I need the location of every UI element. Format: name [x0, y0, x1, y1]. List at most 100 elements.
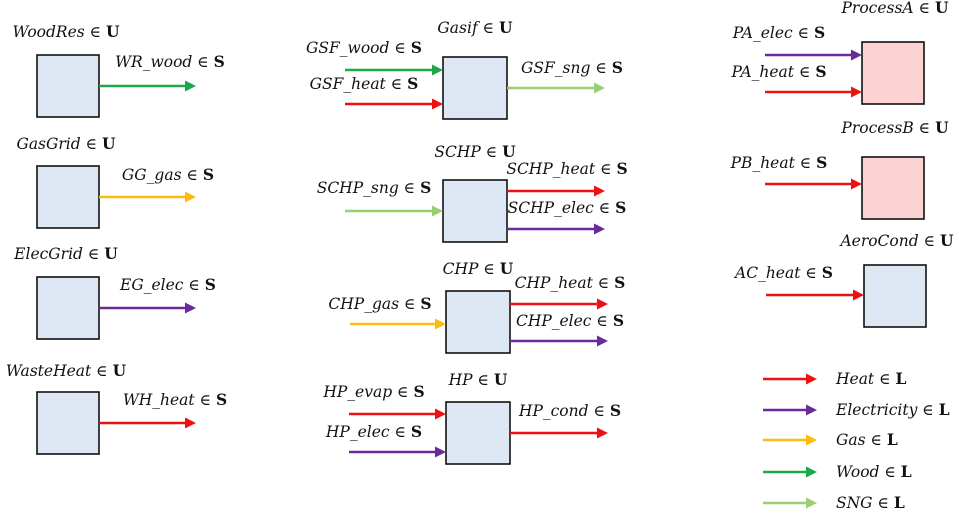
stream-label-gsf_heat: GSF_heat ∈ S: [310, 74, 419, 93]
unit-wasteheat: WasteHeat ∈ U: [6, 361, 127, 455]
stream-arrow-chp_elec-head: [597, 335, 608, 347]
stream-schp_sng: SCHP_sng ∈ S: [317, 178, 443, 217]
unit-box-processb: [861, 156, 925, 220]
unit-label-processb: ProcessB ∈ U: [840, 118, 949, 137]
stream-label-gsf_sng: GSF_sng ∈ S: [521, 58, 623, 77]
unit-gasgrid: GasGrid ∈ U: [16, 134, 116, 229]
legend-arrow-gas: [763, 434, 817, 446]
unit-processa: ProcessA ∈ U: [841, 0, 949, 105]
stream-arrow-gsf_wood: [345, 64, 443, 76]
stream-label-hp_elec: HP_elec ∈ S: [325, 422, 422, 441]
stream-label-hp_evap: HP_evap ∈ S: [322, 382, 424, 401]
stream-gg_gas: GG_gas ∈ S: [99, 165, 214, 203]
unit-label-gasgrid: GasGrid ∈ U: [16, 134, 116, 153]
stream-label-pa_elec: PA_elec ∈ S: [732, 23, 825, 42]
legend-arrow-sng-head: [806, 497, 817, 509]
unit-hp: HP ∈ U: [445, 370, 511, 465]
unit-label-gasif: Gasif ∈ U: [437, 18, 513, 37]
stream-arrow-hp_cond-head: [597, 427, 608, 439]
unit-box-processa: [861, 41, 925, 105]
unit-schp: SCHP ∈ U: [434, 142, 516, 243]
stream-arrow-gsf_sng-head: [594, 82, 605, 94]
unit-box-chp: [445, 290, 511, 354]
legend-arrow-electricity-head: [806, 404, 817, 416]
stream-label-pa_heat: PA_heat ∈ S: [730, 62, 826, 81]
unit-label-schp: SCHP ∈ U: [434, 142, 516, 161]
stream-label-schp_sng: SCHP_sng ∈ S: [317, 178, 432, 197]
stream-arrow-schp_elec-head: [594, 223, 605, 235]
stream-arrow-gsf_heat: [345, 98, 443, 110]
stream-chp_elec: CHP_elec ∈ S: [510, 311, 624, 347]
stream-arrow-eg_elec-head: [185, 302, 196, 314]
legend-label-gas: Gas ∈ L: [836, 430, 898, 449]
legend-item-heat: Heat ∈ L: [763, 369, 907, 388]
legend-label-wood: Wood ∈ L: [836, 462, 912, 481]
stream-arrow-chp_heat: [510, 298, 608, 310]
stream-arrow-chp_gas: [350, 318, 446, 330]
unit-box-elecgrid: [36, 276, 100, 340]
stream-chp_gas: CHP_gas ∈ S: [328, 294, 446, 330]
stream-wr_wood: WR_wood ∈ S: [99, 52, 225, 92]
stream-wh_heat: WH_heat ∈ S: [99, 390, 227, 429]
stream-gsf_sng: GSF_sng ∈ S: [507, 58, 623, 94]
stream-arrow-schp_heat-head: [594, 185, 605, 197]
stream-label-schp_heat: SCHP_heat ∈ S: [506, 159, 627, 178]
legend-item-electricity: Electricity ∈ L: [763, 400, 950, 419]
legend: Heat ∈ L Electricity ∈ L Gas ∈ L Wood ∈ L SN…: [763, 369, 950, 512]
stream-pb_heat: PB_heat ∈ S: [730, 153, 862, 190]
unit-label-chp: CHP ∈ U: [443, 259, 514, 278]
unit-box-woodres: [36, 54, 100, 118]
stream-arrow-wr_wood-head: [185, 80, 196, 92]
legend-arrow-gas-head: [806, 434, 817, 446]
stream-pa_elec: PA_elec ∈ S: [732, 23, 862, 61]
stream-arrow-wh_heat-head: [185, 417, 196, 429]
legend-arrow-electricity: [763, 404, 817, 416]
stream-arrow-pa_heat-head: [851, 86, 862, 98]
legend-arrow-heat: [763, 373, 817, 385]
stream-arrow-hp_evap-head: [435, 408, 446, 420]
unit-label-processa: ProcessA ∈ U: [841, 0, 949, 17]
stream-label-hp_cond: HP_cond ∈ S: [518, 401, 621, 420]
stream-label-ac_heat: AC_heat ∈ S: [733, 263, 833, 282]
unit-chp: CHP ∈ U: [443, 259, 514, 354]
stream-label-chp_gas: CHP_gas ∈ S: [328, 294, 431, 313]
unit-box-aerocond: [863, 264, 927, 328]
legend-arrow-sng: [763, 497, 817, 509]
stream-arrow-schp_heat: [507, 185, 605, 197]
stream-label-chp_heat: CHP_heat ∈ S: [515, 273, 626, 292]
stream-arrow-wr_wood: [99, 80, 196, 92]
unit-box-gasif: [442, 56, 508, 120]
stream-gsf_wood: GSF_wood ∈ S: [306, 38, 443, 76]
stream-arrow-wh_heat: [99, 417, 196, 429]
unit-label-elecgrid: ElecGrid ∈ U: [13, 244, 118, 263]
unit-box-schp: [442, 179, 508, 243]
stream-label-schp_elec: SCHP_elec ∈ S: [508, 198, 627, 217]
stream-schp_heat: SCHP_heat ∈ S: [506, 159, 628, 197]
legend-label-sng: SNG ∈ L: [836, 493, 905, 512]
legend-arrow-wood-head: [806, 466, 817, 478]
stream-gsf_heat: GSF_heat ∈ S: [310, 74, 443, 110]
stream-arrow-chp_elec: [510, 335, 608, 347]
stream-arrow-hp_cond: [510, 427, 608, 439]
unit-gasif: Gasif ∈ U: [437, 18, 513, 120]
stream-hp_elec: HP_elec ∈ S: [325, 422, 446, 458]
stream-arrow-schp_sng-head: [432, 205, 443, 217]
stream-arrow-ac_heat-head: [853, 289, 864, 301]
stream-arrow-chp_heat-head: [597, 298, 608, 310]
unit-box-wasteheat: [36, 391, 100, 455]
stream-arrow-pb_heat: [765, 178, 862, 190]
legend-item-wood: Wood ∈ L: [763, 462, 912, 481]
stream-label-eg_elec: EG_elec ∈ S: [119, 275, 216, 294]
stream-pa_heat: PA_heat ∈ S: [730, 62, 862, 98]
stream-hp_cond: HP_cond ∈ S: [510, 401, 621, 439]
stream-arrow-pa_heat: [765, 86, 862, 98]
stream-label-gsf_wood: GSF_wood ∈ S: [306, 38, 422, 57]
stream-arrow-pb_heat-head: [851, 178, 862, 190]
stream-chp_heat: CHP_heat ∈ S: [510, 273, 625, 310]
stream-label-wh_heat: WH_heat ∈ S: [123, 390, 227, 409]
stream-hp_evap: HP_evap ∈ S: [322, 382, 446, 420]
unit-label-hp: HP ∈ U: [448, 370, 508, 389]
